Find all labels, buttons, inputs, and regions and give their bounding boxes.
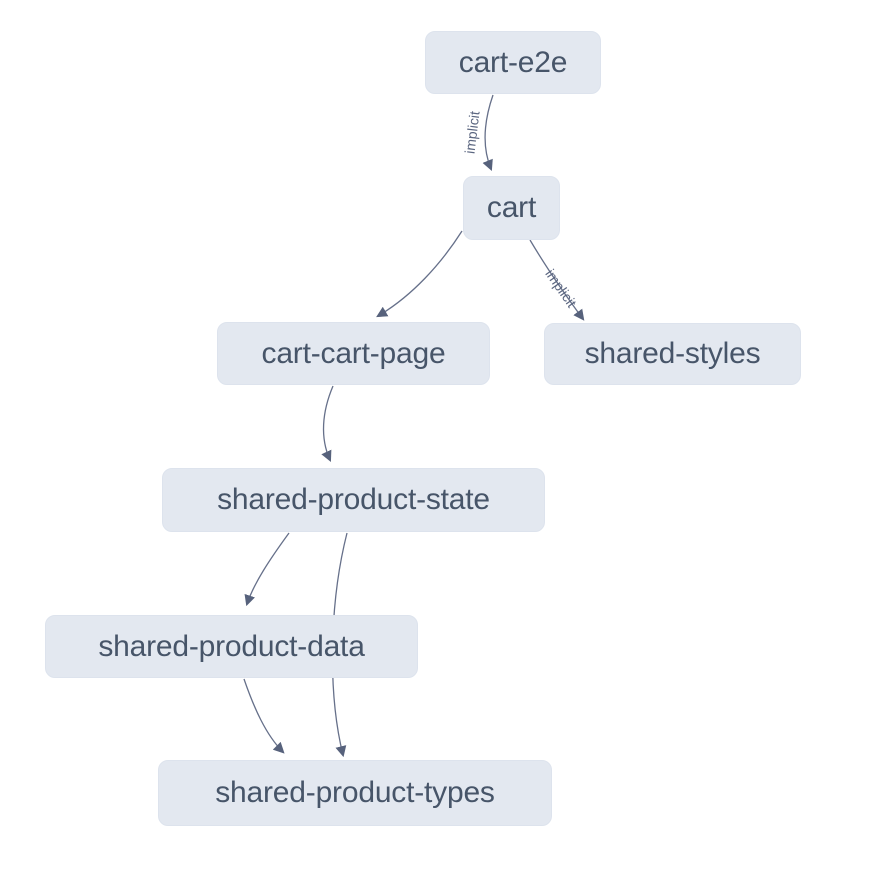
- graph-node-label: shared-styles: [584, 337, 761, 370]
- edge-label-implicit-cart-shared-styles: implicit: [542, 266, 580, 310]
- edge-cart-e2e-to-cart: [482, 94, 494, 172]
- edge-shared-product-state-to-shared-product-data: [244, 532, 290, 607]
- graph-node-label: shared-product-data: [98, 629, 365, 663]
- edge-cart-to-cart-cart-page: [376, 230, 463, 318]
- edge-shared-product-data-to-shared-product-types: [243, 678, 285, 754]
- graph-node-label: shared-product-state: [217, 483, 490, 516]
- edge-cart-to-shared-styles: [529, 239, 585, 321]
- graph-node-shared-product-data[interactable]: shared-product-data: [45, 615, 418, 678]
- graph-node-cart[interactable]: cart: [463, 176, 560, 240]
- graph-node-label: cart-cart-page: [261, 336, 446, 370]
- edge-label-implicit-cart-e2e-cart: implicit: [461, 110, 482, 155]
- graph-node-label: shared-product-types: [215, 776, 495, 809]
- graph-node-shared-product-types[interactable]: shared-product-types: [158, 760, 552, 826]
- graph-node-label: cart: [486, 191, 537, 224]
- graph-node-cart-cart-page[interactable]: cart-cart-page: [217, 322, 490, 385]
- edge-cart-cart-page-to-shared-product-state: [321, 385, 334, 463]
- graph-node-cart-e2e[interactable]: cart-e2e: [425, 31, 601, 94]
- graph-node-label: cart-e2e: [458, 45, 568, 79]
- graph-node-shared-product-state[interactable]: shared-product-state: [162, 468, 545, 532]
- graph-node-shared-styles[interactable]: shared-styles: [544, 323, 801, 385]
